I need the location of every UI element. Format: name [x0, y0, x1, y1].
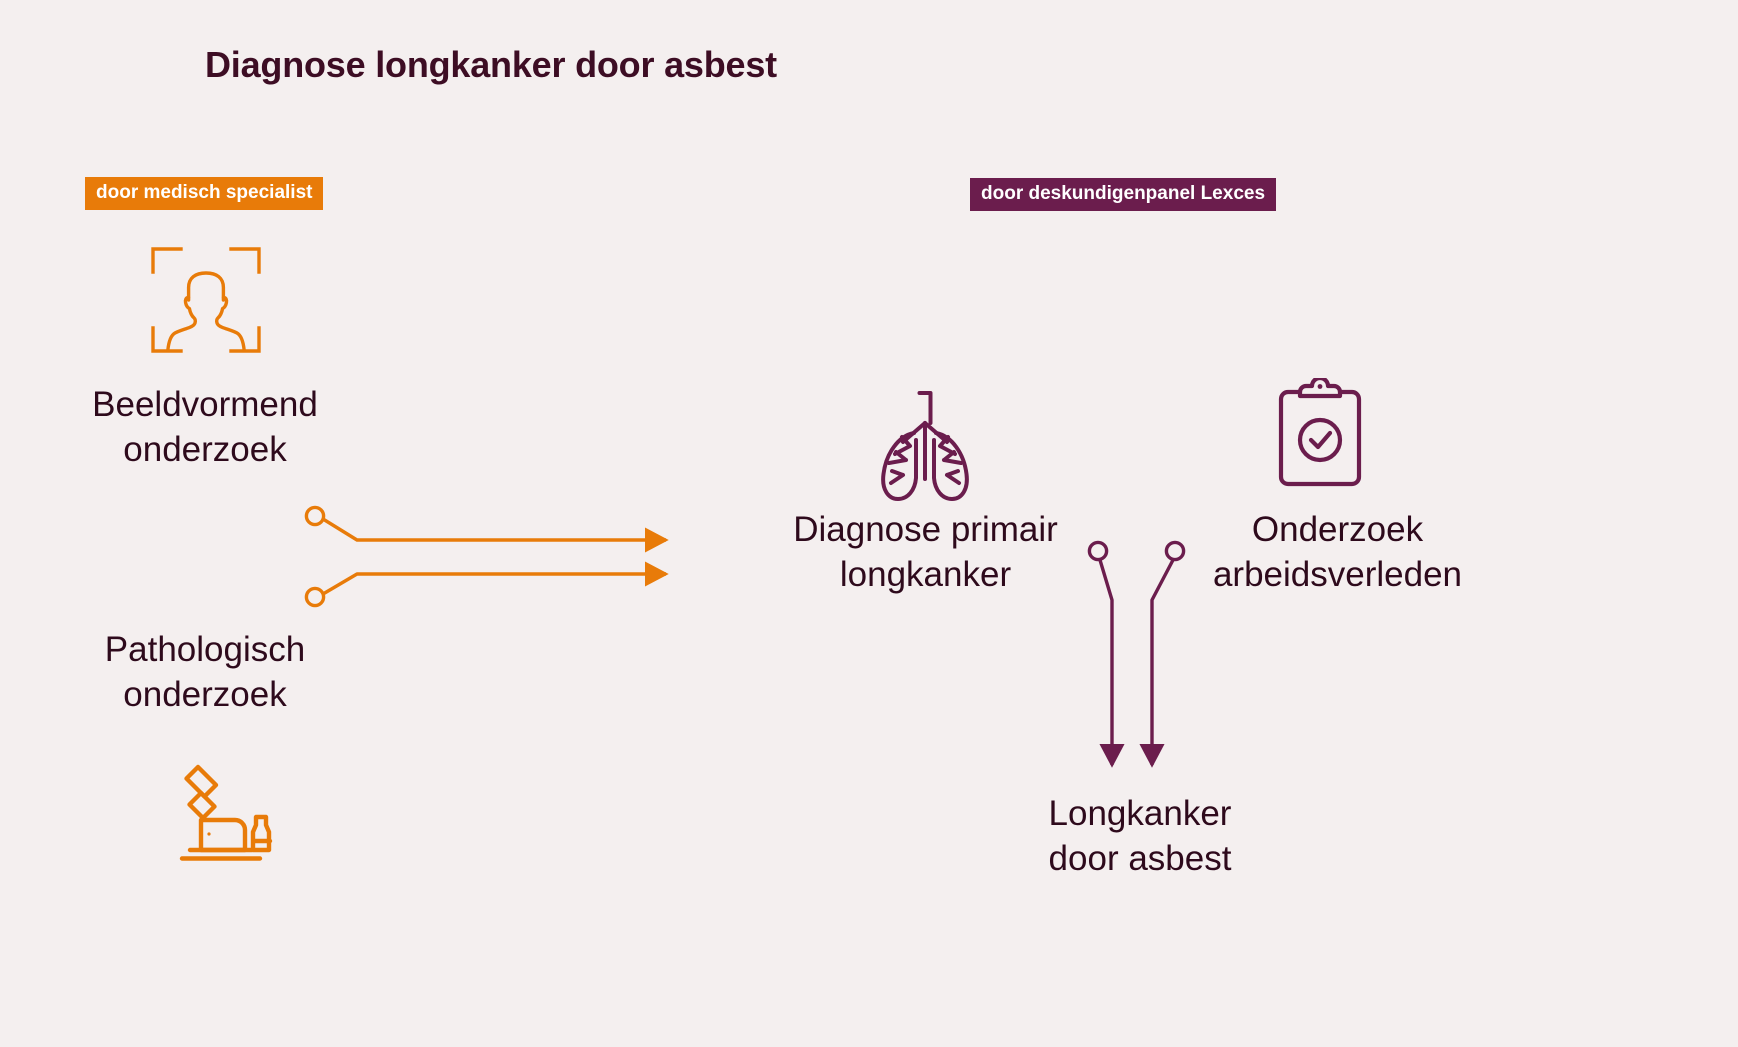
lungs-icon — [872, 390, 978, 507]
connector-pathologie-to-diagnosis — [304, 561, 669, 608]
node-label-beeldvormend-onderzoek: Beeldvormend onderzoek — [92, 385, 318, 469]
node-label-pathologisch-onderzoek: Pathologisch onderzoek — [104, 630, 306, 714]
node-label-onderzoek-arbeidsverleden: Onderzoek arbeidsverleden — [1212, 510, 1463, 594]
node-label-diagnose-primair-longkanker: Diagnose primair longkanker — [793, 510, 1058, 594]
clipboard-check-icon — [1276, 375, 1364, 495]
group-badge-medisch-specialist: door medisch specialist — [85, 177, 324, 210]
connector-imaging-to-diagnosis — [304, 505, 669, 553]
body-scan-icon — [148, 244, 264, 361]
page-title: Diagnose longkanker door asbest — [205, 44, 777, 85]
group-badge-deskundigenpanel-lexces: door deskundigenpanel Lexces — [970, 178, 1277, 211]
node-label-longkanker-door-asbest: Longkanker door asbest — [1048, 794, 1232, 878]
microscope-icon — [168, 762, 274, 871]
